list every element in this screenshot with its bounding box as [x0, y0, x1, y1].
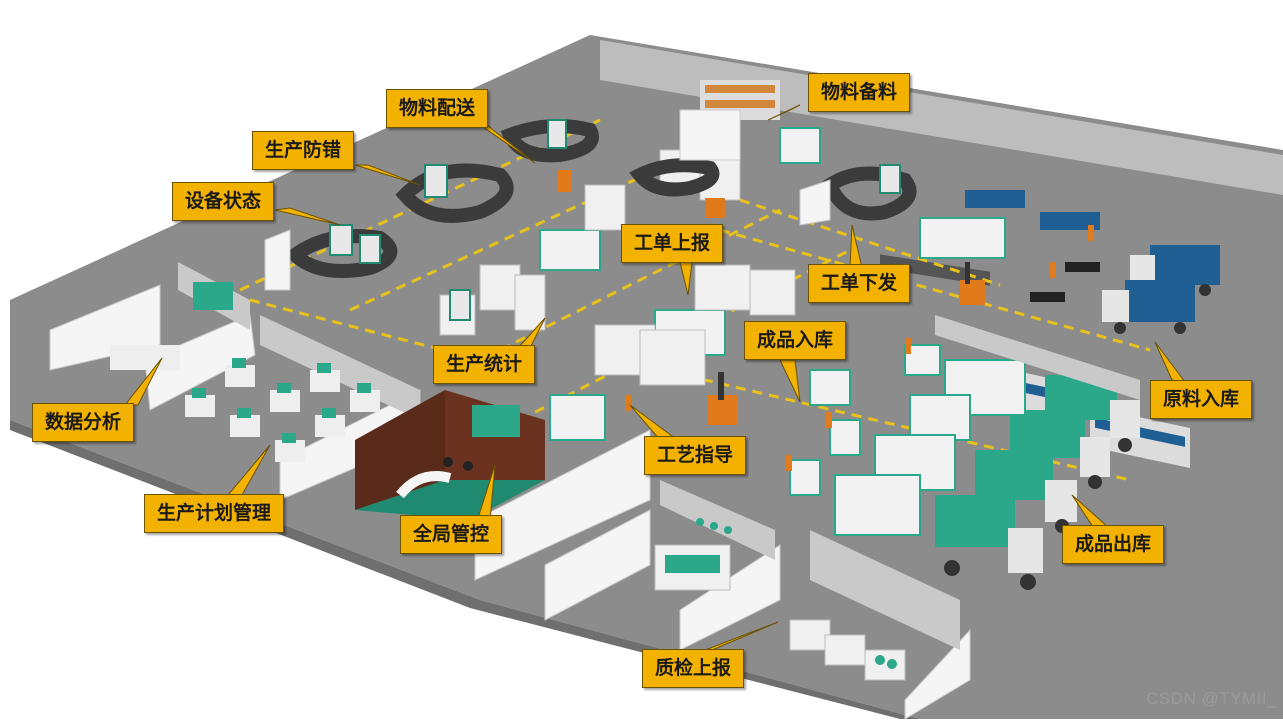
callout-finished-goods-outbound: 成品出库 — [1062, 525, 1165, 564]
reception-counter — [654, 518, 732, 591]
callout-global-control: 全局管控 — [400, 515, 503, 554]
back-wall — [600, 40, 1283, 195]
callout-material-preparation: 物料备料 — [808, 73, 911, 112]
planning-desks — [110, 345, 380, 462]
forklifts — [558, 170, 985, 425]
wall-screen — [193, 282, 233, 310]
callout-data-analysis: 数据分析 — [32, 403, 135, 442]
workers — [625, 225, 1094, 471]
quality-inspection-area — [789, 619, 906, 681]
callout-production-plan-management: 生产计划管理 — [144, 494, 285, 533]
partition-walls — [49, 179, 971, 720]
callout-equipment-status: 设备状态 — [172, 182, 275, 221]
teal-truck-4 — [935, 495, 1043, 590]
callout-finished-goods-inbound: 成品入库 — [744, 321, 847, 360]
back-wall-window — [880, 254, 990, 286]
callout-pointers — [123, 104, 1187, 653]
watermark: CSDN @TYMII_ — [1146, 689, 1277, 708]
callout-quality-inspection-report: 质检上报 — [642, 649, 745, 688]
material-prep-shelf — [679, 80, 780, 161]
blue-truck-2 — [1102, 280, 1195, 334]
teal-truck-3 — [975, 450, 1077, 533]
callout-material-delivery: 物料配送 — [386, 89, 489, 128]
callout-process-guidance: 工艺指导 — [644, 436, 747, 475]
control-room — [355, 390, 545, 520]
callout-production-statistics: 生产统计 — [433, 345, 536, 384]
callout-work-order-issue: 工单下发 — [808, 264, 911, 303]
callout-error-proofing: 生产防错 — [252, 131, 355, 170]
robot-arms — [329, 119, 901, 321]
pallets — [1030, 262, 1100, 302]
callout-work-order-report: 工单上报 — [621, 224, 724, 263]
callout-raw-material-inbound: 原料入库 — [1150, 380, 1253, 419]
